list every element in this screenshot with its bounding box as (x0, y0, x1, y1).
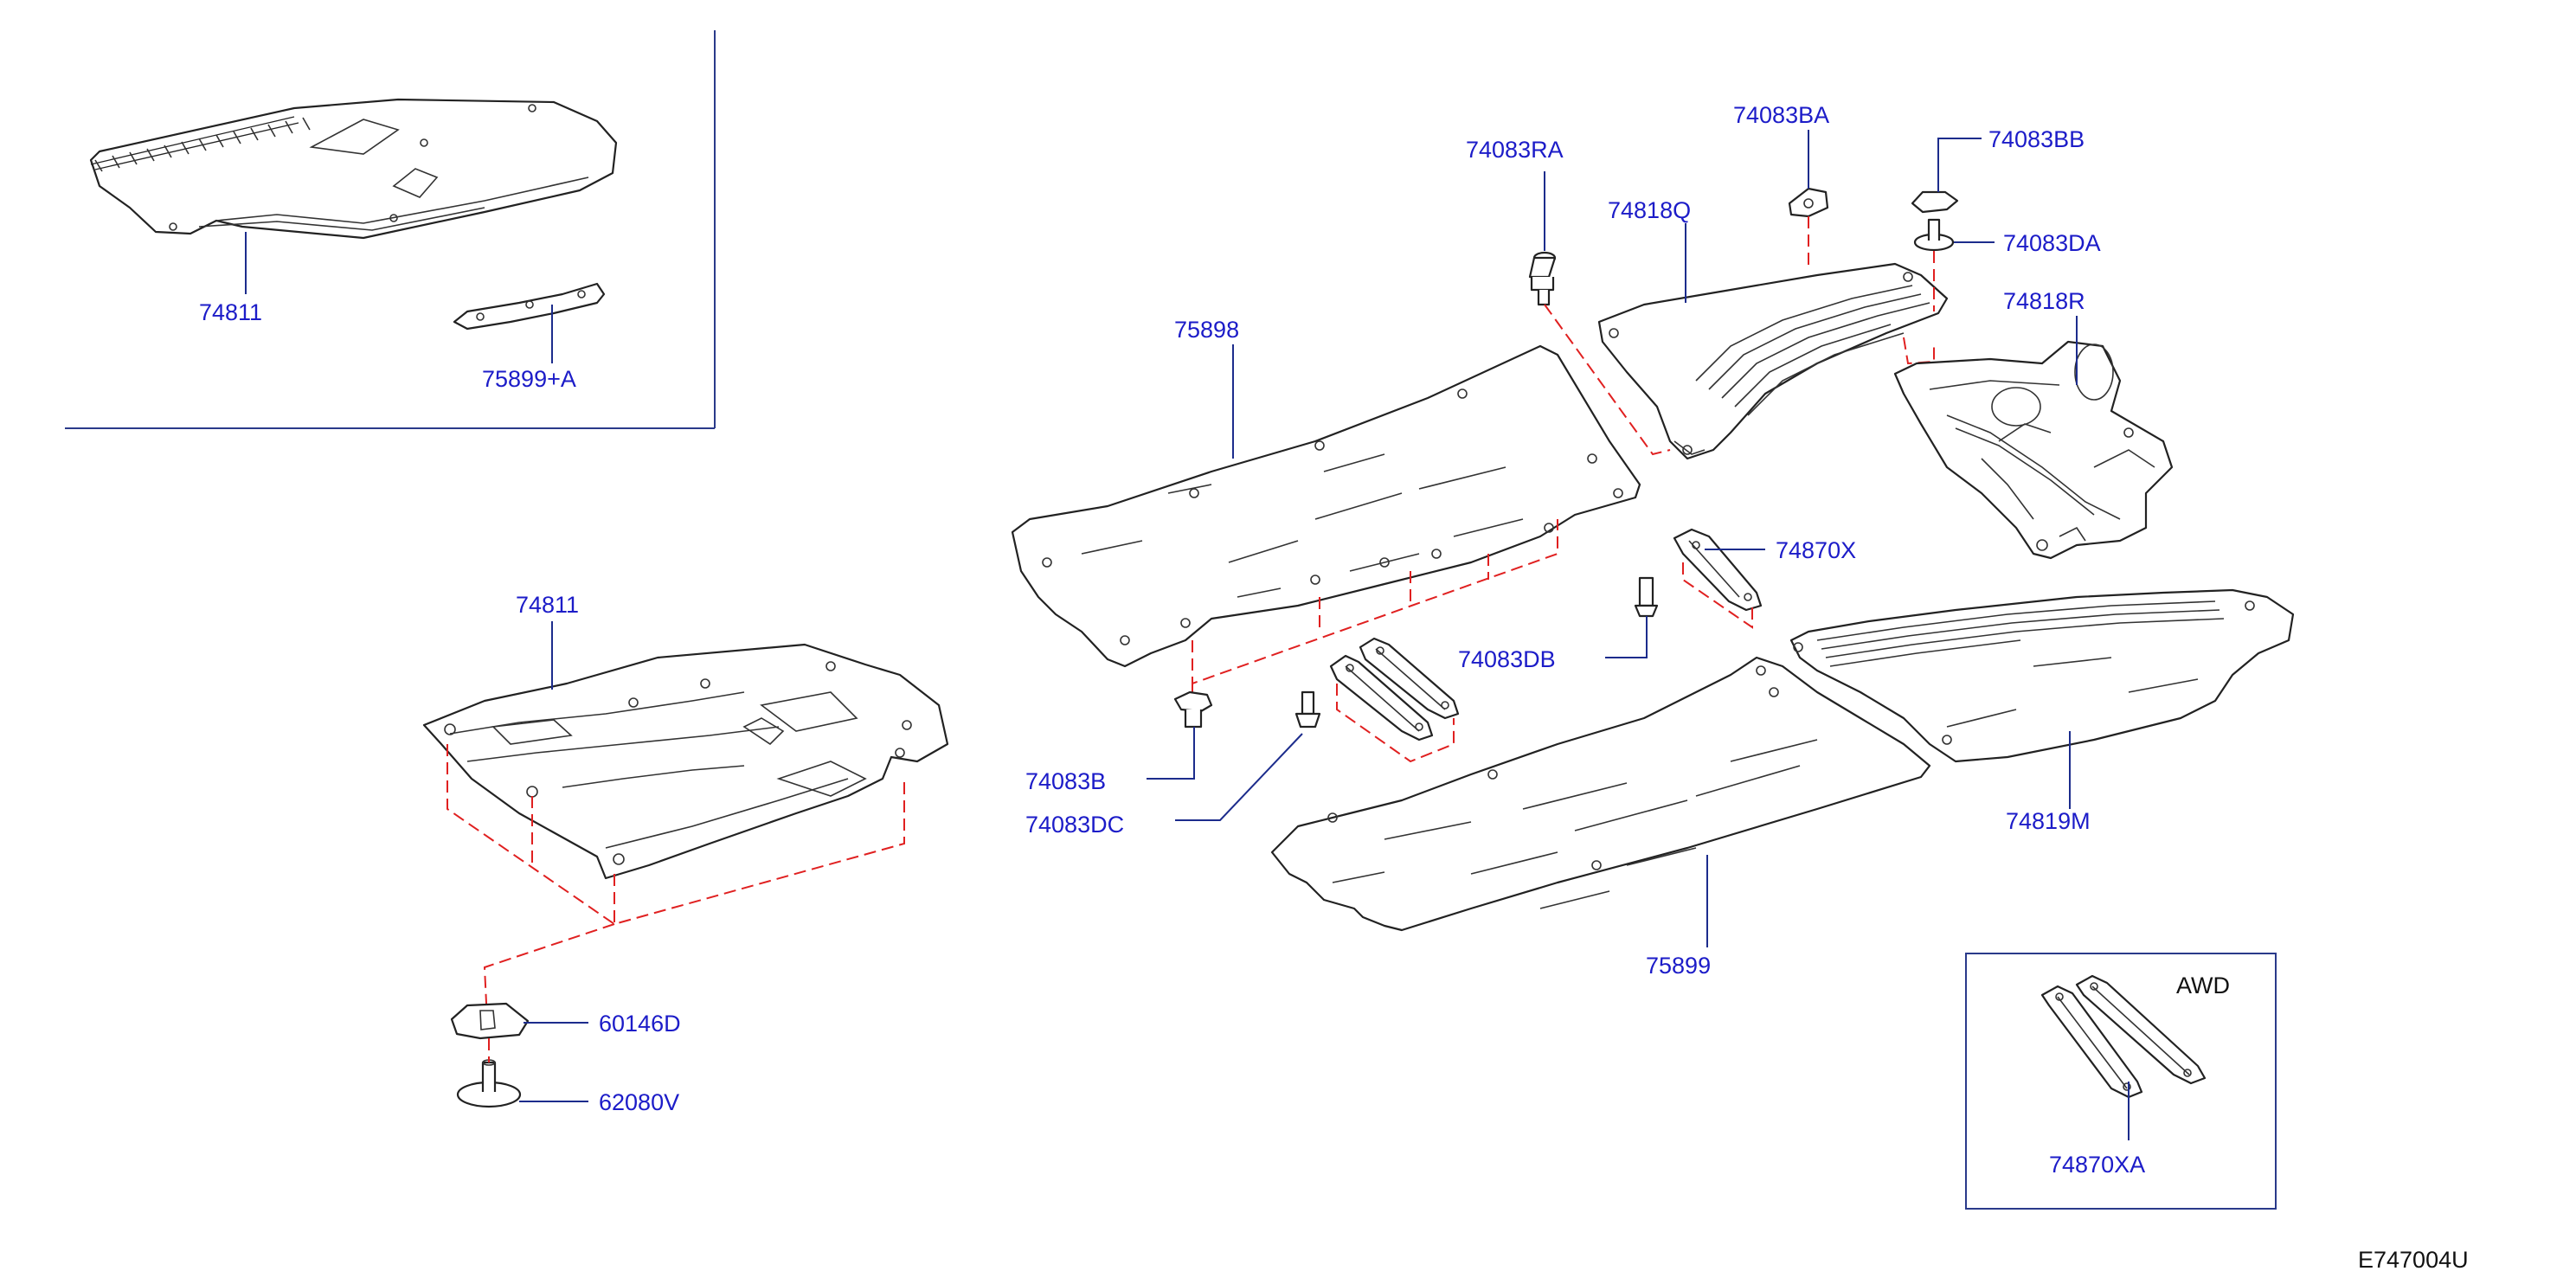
label-74083BB: 74083BB (1988, 126, 2085, 152)
leader-74083DC (1175, 733, 1303, 821)
label-74811: 74811 (516, 592, 579, 618)
part-75899A-drawing (453, 282, 606, 331)
leader-74083BB (1937, 138, 1982, 192)
label-74083DA: 74083DA (2003, 230, 2101, 256)
part-74870XA-drawing (2040, 974, 2207, 1099)
part-74818Q-drawing (1597, 262, 1949, 460)
label-75898: 75898 (1174, 317, 1239, 343)
part-74083DA-drawing (1913, 218, 1955, 252)
awd-inset-frame (1965, 953, 2277, 1210)
inset-frame (65, 30, 716, 429)
label-74818Q: 74818Q (1608, 197, 1691, 223)
awd-note: AWD (2176, 973, 2230, 998)
part-75898-drawing (1011, 344, 1641, 668)
label-74870X: 74870X (1776, 537, 1856, 563)
label-74811-inset: 74811 (199, 299, 262, 325)
leader-74083B (1147, 727, 1195, 780)
label-74083B: 74083B (1025, 768, 1106, 794)
part-74083B-drawing (1173, 690, 1213, 729)
part-74083BB-drawing (1911, 190, 1959, 214)
part-62080V-drawing (456, 1059, 522, 1108)
part-75899-drawing (1270, 656, 1931, 932)
phantom-lines-74811 (446, 744, 905, 1022)
label-75899: 75899 (1646, 953, 1711, 979)
part-74811-inset-drawing (89, 98, 618, 240)
leader-74083DB (1605, 616, 1648, 658)
part-74870X-drawing (1673, 528, 1763, 612)
part-74818R-drawing (1893, 340, 2174, 560)
part-74083RA-drawing (1528, 251, 1557, 306)
phantom-line-74083RA (1544, 304, 1671, 456)
label-62080V: 62080V (599, 1089, 679, 1115)
label-74818R: 74818R (2003, 288, 2085, 314)
phantom-lines-74870X (1682, 562, 1753, 629)
part-twin-bracket-drawing (1329, 637, 1460, 742)
label-60146D: 60146D (599, 1011, 681, 1037)
label-74083BA: 74083BA (1733, 102, 1829, 128)
label-74870XA: 74870XA (2049, 1152, 2145, 1178)
part-74819M-drawing (1789, 588, 2295, 763)
label-74819M: 74819M (2006, 808, 2091, 834)
label-74083DC: 74083DC (1025, 812, 1124, 838)
part-74083DB-drawing (1634, 576, 1659, 618)
part-60146D-drawing (450, 1002, 530, 1040)
diagram-code: E747004U (2358, 1247, 2469, 1273)
label-74083DB: 74083DB (1458, 646, 1556, 672)
label-74083RA: 74083RA (1466, 137, 1564, 163)
phantom-lines-twin-bracket (1336, 684, 1455, 763)
label-75899A: 75899+A (482, 366, 576, 392)
part-74083BA-drawing (1788, 187, 1829, 218)
part-74811-drawing (422, 643, 949, 880)
part-74083DC-drawing (1294, 690, 1321, 729)
